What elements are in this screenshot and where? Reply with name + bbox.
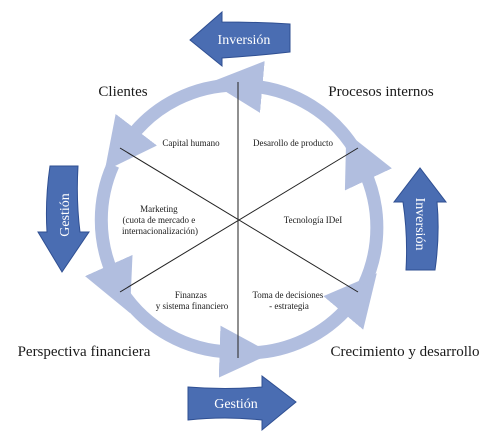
ring-arrow-bottom-right [247, 273, 377, 360]
ring-arrow-left [85, 162, 133, 313]
ring-arrow-bottom-left [116, 288, 272, 378]
outer-arrow-bottom: Gestión [187, 374, 297, 432]
segment-lower-right: Toma de decisiones - estrategia [252, 290, 325, 311]
outer-arrow-bottom-shape [187, 374, 297, 432]
outer-arrow-left-shape [37, 165, 90, 273]
segment-labels: Capital humano Desarollo de producto Mar… [122, 138, 342, 311]
outer-arrow-right: Inversión [392, 167, 448, 271]
ring-arrow-right [344, 132, 392, 288]
outer-arrow-right-shape [392, 167, 448, 271]
quadrant-perspectiva-financiera: Perspectiva financiera [18, 344, 151, 360]
quadrant-labels: Clientes Procesos internos Perspectiva f… [18, 84, 480, 360]
segment-lower-left: Finanzas y sistema financiero [156, 290, 229, 311]
outer-arrow-top: Inversión [189, 10, 291, 68]
quadrant-crecimiento: Crecimiento y desarrollo [330, 344, 479, 360]
outer-arrow-left: Gestión [37, 165, 90, 273]
ring-arrows [85, 61, 392, 378]
outer-arrow-top-shape [189, 10, 291, 68]
segment-right: Tecnología IDeI [284, 215, 343, 225]
segment-upper-left: Capital humano [162, 138, 220, 148]
spokes [119, 82, 359, 358]
spoke-diag-2 [119, 147, 359, 293]
outer-arrow-bottom-label: Gestión [214, 397, 258, 412]
segment-left: Marketing (cuota de mercado e internacio… [122, 204, 198, 236]
quadrant-procesos-internos: Procesos internos [328, 84, 434, 100]
outer-arrow-top-label: Inversión [218, 33, 271, 48]
outer-arrow-left-label: Gestión [58, 193, 73, 237]
quadrant-clientes: Clientes [98, 84, 147, 100]
outer-arrow-right-label: Inversión [412, 198, 427, 251]
segment-upper-right: Desarollo de producto [253, 138, 333, 148]
ring-arrow-top-left [104, 78, 237, 172]
